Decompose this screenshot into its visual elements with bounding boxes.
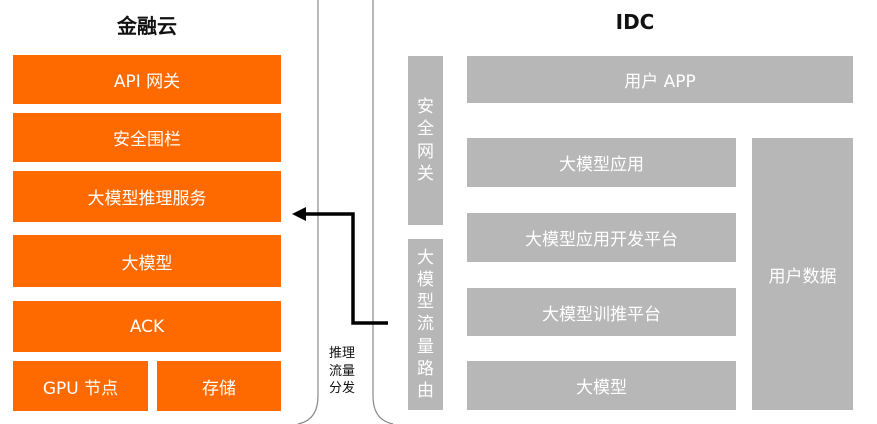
gpu-node-label: GPU 节点 bbox=[42, 378, 119, 399]
flow-arrowhead-icon bbox=[292, 207, 306, 221]
llm-box-left: 大模型 bbox=[13, 235, 281, 287]
user-data-label: 用户数据 bbox=[768, 266, 837, 287]
user-data-box: 用户数据 bbox=[752, 138, 853, 410]
llm-label-left: 大模型 bbox=[121, 253, 173, 274]
inference-traffic-dispatch-label: 推理流量分发 bbox=[329, 346, 356, 397]
left-divider-line bbox=[297, 0, 319, 424]
llm-box-right: 大模型 bbox=[467, 361, 736, 410]
llm-app-box: 大模型应用 bbox=[467, 138, 736, 187]
left-panel-title: 金融云 bbox=[117, 14, 177, 38]
right-panel-title: IDC bbox=[615, 10, 655, 34]
storage-box: 存储 bbox=[157, 361, 281, 411]
user-app-box: 用户 APP bbox=[467, 56, 853, 103]
ack-box: ACK bbox=[13, 301, 281, 352]
llm-traffic-routing-label: 大模型流量路由 bbox=[416, 248, 434, 401]
api-gateway-label: API 网关 bbox=[113, 72, 181, 92]
llm-train-infer-platform-label: 大模型训推平台 bbox=[542, 304, 661, 325]
security-gateway-label: 安全网关 bbox=[416, 97, 434, 184]
llm-app-dev-platform-box: 大模型应用开发平台 bbox=[467, 213, 736, 262]
llm-app-label: 大模型应用 bbox=[559, 155, 644, 175]
llm-label-right: 大模型 bbox=[576, 378, 627, 398]
right-divider-line bbox=[372, 0, 394, 424]
security-fence-box: 安全围栏 bbox=[13, 113, 281, 162]
llm-traffic-routing-box: 大模型流量路由 bbox=[408, 239, 443, 410]
llm-train-infer-platform-box: 大模型训推平台 bbox=[467, 288, 736, 336]
llm-inference-service-label: 大模型推理服务 bbox=[87, 189, 207, 209]
llm-app-dev-platform-label: 大模型应用开发平台 bbox=[525, 230, 678, 250]
ack-label: ACK bbox=[129, 316, 165, 337]
gpu-node-box: GPU 节点 bbox=[13, 361, 148, 411]
flow-arrow-line bbox=[304, 212, 388, 325]
storage-label: 存储 bbox=[202, 378, 236, 399]
api-gateway-box: API 网关 bbox=[13, 55, 281, 104]
user-app-label: 用户 APP bbox=[624, 72, 696, 92]
security-fence-label: 安全围栏 bbox=[113, 130, 181, 150]
llm-inference-service-box: 大模型推理服务 bbox=[13, 171, 281, 222]
security-gateway-box: 安全网关 bbox=[408, 56, 443, 225]
